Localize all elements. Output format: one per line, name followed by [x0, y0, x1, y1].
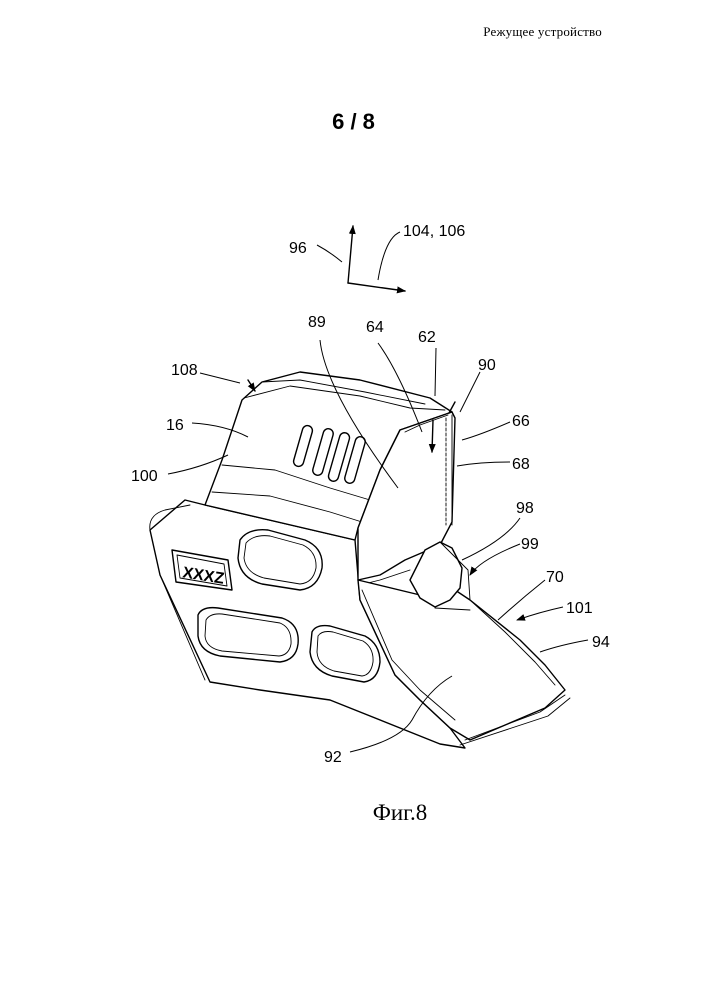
label-70: 70 — [546, 569, 564, 586]
direction-axes — [348, 226, 405, 291]
label-66: 66 — [512, 413, 530, 430]
label-90: 90 — [478, 357, 496, 374]
cutter-housing: XXXZ — [150, 372, 570, 748]
label-94: 94 — [592, 634, 610, 651]
figure-caption: Фиг.8 — [0, 800, 707, 826]
label-68: 68 — [512, 456, 530, 473]
label-98: 98 — [516, 500, 534, 517]
label-96: 96 — [289, 240, 307, 257]
label-101: 101 — [566, 600, 593, 617]
label-89: 89 — [308, 314, 326, 331]
label-100: 100 — [131, 468, 158, 485]
label-62: 62 — [418, 329, 436, 346]
label-99: 99 — [521, 536, 539, 553]
label-16: 16 — [166, 417, 184, 434]
label-104-106: 104, 106 — [403, 223, 465, 240]
label-92: 92 — [324, 749, 342, 766]
label-108: 108 — [171, 362, 198, 379]
label-64: 64 — [366, 319, 384, 336]
